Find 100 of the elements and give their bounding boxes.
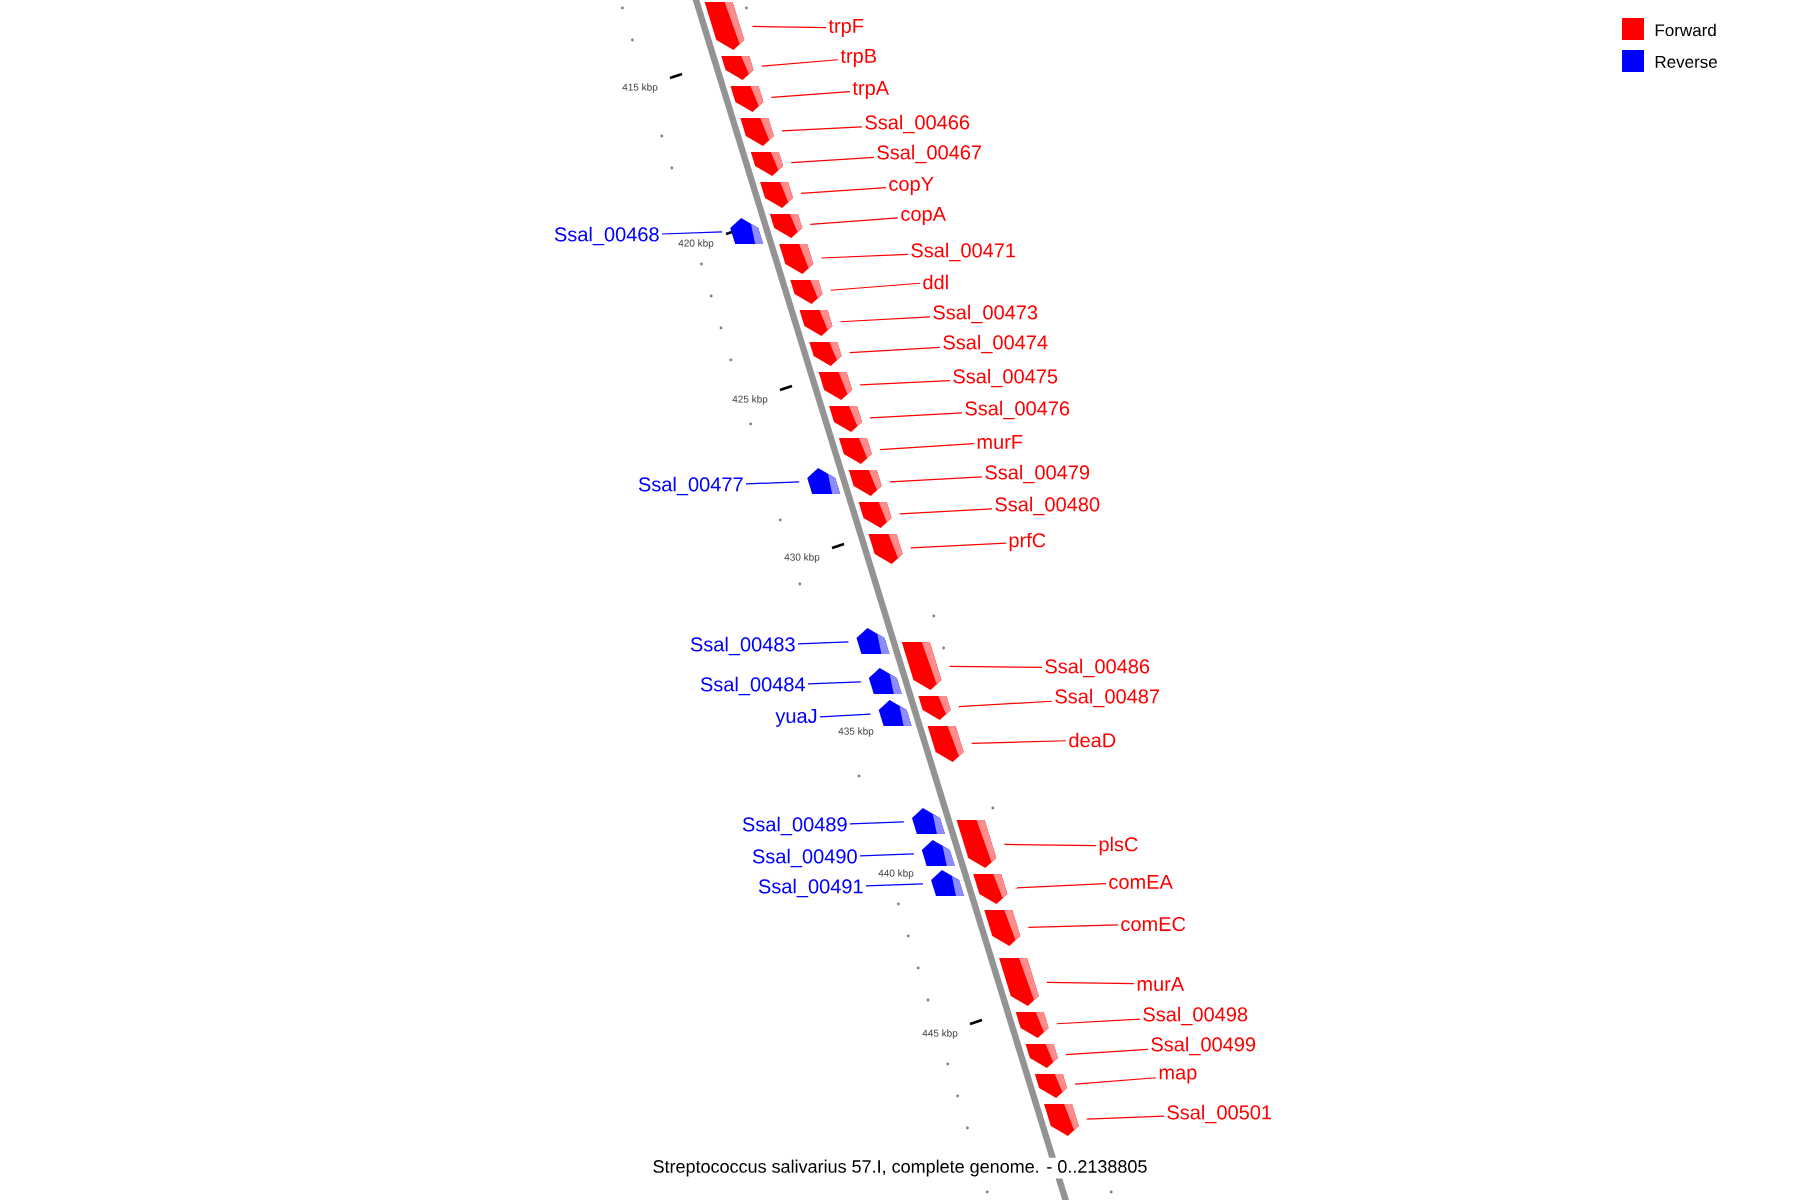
leader-line — [800, 187, 887, 195]
gene-label: plsC — [1099, 836, 1138, 856]
gene-label: Ssal_00479 — [985, 464, 1090, 484]
gene-block — [918, 696, 951, 720]
leader-line — [819, 713, 872, 718]
leader-line — [830, 282, 921, 291]
gene-label: copA — [901, 207, 946, 225]
gene-block — [868, 668, 902, 694]
gene-block — [1025, 1044, 1058, 1068]
gene-block — [760, 182, 793, 208]
gene-label: Ssal_00491 — [758, 878, 863, 898]
leader-line — [1014, 883, 1107, 889]
leader-line — [889, 476, 983, 483]
gene-block — [868, 534, 903, 564]
gene-block — [799, 310, 833, 336]
gene-block — [750, 152, 784, 176]
gene-label: comEC — [1121, 916, 1186, 932]
leader-line — [949, 665, 1043, 668]
gene-label: map — [1159, 1068, 1197, 1084]
gene-block — [730, 86, 764, 112]
leader-line — [899, 508, 993, 515]
gene-label: prfC — [1009, 532, 1046, 552]
gene-block — [838, 438, 872, 464]
gene-block — [807, 468, 841, 494]
gene-label: trpB — [840, 49, 877, 67]
gene-block — [1015, 1012, 1049, 1038]
gene-block — [740, 118, 774, 146]
leader-line — [745, 481, 800, 485]
leader-line — [761, 59, 839, 67]
gene-label: Ssal_00490 — [752, 848, 857, 868]
gene-label: Ssal_00475 — [953, 368, 1058, 388]
gene-label: Ssal_00483 — [690, 636, 795, 656]
gene-block — [818, 372, 853, 400]
gene-label: Ssal_00499 — [1151, 1036, 1256, 1056]
gene-label: yuaJ — [775, 709, 817, 727]
leader-line — [1074, 1077, 1157, 1085]
gene-label: deaD — [1069, 732, 1116, 748]
gene-label: trpF — [828, 19, 864, 37]
gene-label: Ssal_00467 — [877, 144, 982, 164]
gene-label: Ssal_00477 — [638, 476, 743, 496]
leader-line — [910, 542, 1007, 549]
gene-block — [973, 874, 1008, 904]
leader-line — [781, 126, 863, 132]
gene-label: Ssal_00474 — [943, 334, 1048, 354]
leader-line — [839, 316, 931, 323]
gene-label: Ssal_00498 — [1143, 1006, 1248, 1026]
leader-line — [859, 380, 951, 386]
gene-label: Ssal_00489 — [742, 816, 847, 836]
gene-label: murF — [977, 435, 1023, 449]
leader-line — [790, 156, 875, 164]
gene-block — [999, 958, 1039, 1006]
gene-block — [984, 910, 1021, 946]
gene-block — [921, 840, 955, 866]
legend-label: Forward — [1655, 23, 1716, 37]
leader-line — [865, 883, 924, 887]
leader-line — [879, 443, 975, 451]
leader-line — [1056, 1018, 1141, 1025]
leader-line — [809, 217, 899, 225]
gene-block — [878, 700, 912, 726]
leader-line — [869, 412, 963, 419]
leader-line — [1046, 981, 1135, 985]
gene-label: comEA — [1109, 875, 1173, 889]
gene-block — [848, 470, 882, 496]
leader-line — [859, 853, 915, 857]
gene-block — [1034, 1074, 1068, 1098]
leader-line — [849, 346, 941, 354]
gene-label: ddl — [923, 274, 948, 290]
leader-line — [770, 90, 851, 98]
gene-block — [911, 808, 945, 834]
leader-line — [797, 641, 849, 645]
gene-block — [1044, 1104, 1079, 1136]
gene-block — [779, 244, 814, 274]
gene-block — [927, 726, 964, 762]
gene-block — [901, 642, 942, 690]
gene-block — [730, 218, 764, 244]
leader-line — [1003, 843, 1097, 847]
caption: Streptococcus salivarius 57.I, complete genome. - 0..2138805 — [650, 1157, 1150, 1179]
gene-label: Ssal_00501 — [1167, 1104, 1272, 1124]
gene-block — [769, 214, 803, 238]
gene-label: Ssal_00476 — [965, 400, 1070, 420]
gene-block — [858, 502, 892, 528]
leader-line — [1065, 1048, 1149, 1056]
gene-label: trpA — [852, 81, 890, 99]
gene-label: murA — [1137, 977, 1185, 991]
gene-block — [931, 870, 964, 896]
gene-block — [704, 2, 745, 50]
leader-line — [958, 700, 1053, 708]
gene-label: Ssal_00487 — [1055, 688, 1160, 708]
gene-label: Ssal_00486 — [1045, 658, 1150, 678]
leader-line — [807, 681, 862, 685]
leader-line — [849, 821, 905, 825]
gene-label: Ssal_00471 — [911, 242, 1016, 262]
gene-block — [829, 406, 862, 432]
legend-label: Reverse — [1655, 56, 1717, 68]
gene-block — [956, 820, 997, 868]
gene-label: Ssal_00466 — [865, 114, 970, 134]
gene-label: Ssal_00468 — [554, 226, 659, 246]
gene-label: Ssal_00484 — [700, 676, 805, 696]
leader-line — [751, 25, 827, 29]
leader-line — [1086, 1115, 1165, 1120]
